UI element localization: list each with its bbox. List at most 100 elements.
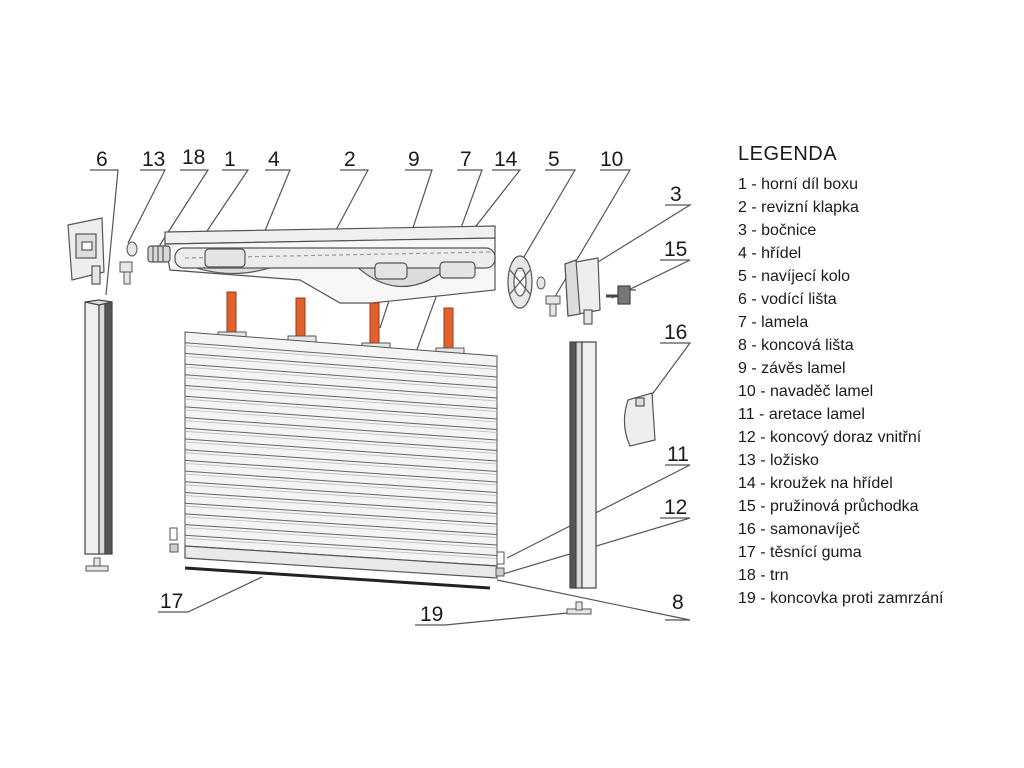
legend-item: 1 - horní díl boxu	[738, 176, 859, 193]
slat-line	[184, 352, 498, 378]
legend-item: 18 - trn	[738, 567, 789, 584]
slat-highlight	[184, 463, 498, 486]
lamella-locks	[169, 527, 505, 577]
callout-18: 18	[182, 146, 205, 169]
slat-highlight	[184, 356, 498, 381]
callout-19: 19	[420, 603, 443, 626]
end-strip	[184, 545, 498, 579]
shutter-box	[164, 225, 496, 304]
callout-9: 9	[408, 148, 420, 171]
legend-item: 2 - revizní klapka	[738, 199, 859, 216]
slat-highlight	[184, 420, 498, 444]
slat-line	[184, 374, 498, 399]
legend-item: 16 - samonavíječ	[738, 521, 860, 538]
legend-list: 1 - horní díl boxu 2 - revizní klapka 3 …	[738, 173, 1018, 610]
lamella-hangers	[226, 291, 454, 349]
callout-12: 12	[664, 496, 687, 519]
callout-10: 10	[600, 148, 623, 171]
slat-highlight	[184, 484, 498, 507]
slat-highlight	[184, 377, 498, 402]
callout-2: 2	[344, 148, 356, 171]
legend-item: 10 - navaděč lamel	[738, 383, 874, 400]
guide-rail-right	[569, 341, 597, 589]
legend-item: 11 - aretace lamel	[738, 406, 865, 423]
slat-line	[184, 406, 498, 430]
slat-line	[184, 524, 498, 546]
slat-highlight	[184, 366, 498, 391]
spring-grommet	[606, 285, 636, 305]
callout-8: 8	[672, 591, 684, 614]
callout-4: 4	[268, 148, 280, 171]
callout-17: 17	[160, 590, 183, 613]
self-winder	[623, 392, 656, 447]
lamella-guide-left	[119, 261, 133, 285]
legend-item: 9 - závěs lamel	[738, 360, 846, 377]
callout-14: 14	[494, 148, 518, 171]
lamella-guide	[545, 295, 561, 317]
legend-item: 15 - pružinová průchodka	[738, 498, 919, 515]
bearing	[126, 241, 138, 257]
slat-highlight	[184, 441, 498, 465]
legend-title: LEGENDA	[738, 143, 838, 165]
callout-15: 15	[664, 238, 687, 261]
legend-item: 7 - lamela	[738, 314, 809, 331]
slat-line	[184, 395, 498, 420]
slat-line	[184, 492, 498, 514]
side-cover	[564, 257, 601, 325]
slat-highlight	[184, 345, 498, 370]
slat-highlight	[184, 452, 498, 475]
slat-line	[184, 513, 498, 535]
legend-item: 4 - hřídel	[738, 245, 802, 262]
guide-rail-left	[84, 299, 113, 555]
slat-line	[184, 459, 498, 483]
sealing-rubber	[184, 566, 491, 590]
legend-item: 6 - vodící lišta	[738, 291, 837, 308]
slat-highlight	[184, 473, 498, 496]
side-cover-left	[67, 217, 105, 285]
slat-highlight	[184, 409, 498, 433]
anti-freeze-cap	[566, 601, 592, 615]
callout-11: 11	[667, 443, 689, 466]
legend-item: 12 - koncový doraz vnitřní	[738, 429, 922, 446]
legend-item: 3 - bočnice	[738, 222, 817, 239]
callout-3: 3	[670, 183, 682, 206]
slat-highlight	[184, 516, 498, 538]
callout-7: 7	[460, 148, 472, 171]
slat-highlight	[184, 430, 498, 454]
slat-highlight	[184, 495, 498, 517]
slat-line	[184, 363, 498, 388]
legend-item: 17 - těsnící guma	[738, 544, 862, 561]
slat-line	[184, 449, 498, 472]
legend-item: 14 - kroužek na hřídel	[738, 475, 893, 492]
winding-wheel	[507, 255, 533, 309]
callout-5: 5	[548, 148, 560, 171]
callout-16: 16	[664, 321, 687, 344]
callout-13: 13	[142, 148, 165, 171]
leader-lines	[90, 169, 693, 626]
slat-line	[184, 438, 498, 462]
slat-highlight	[184, 527, 498, 549]
bearing-right	[536, 276, 546, 290]
legend-item: 8 - koncová lišta	[738, 337, 854, 354]
legend-item: 13 - ložisko	[738, 452, 819, 469]
slat-line	[184, 417, 498, 441]
callout-6: 6	[96, 148, 108, 171]
legend: LEGENDA 1 - horní díl boxu 2 - revizní k…	[738, 143, 1018, 610]
callout-1: 1	[224, 148, 236, 171]
slat-line	[184, 534, 498, 556]
legend-item: 19 - koncovka proti zamrzání	[738, 590, 944, 607]
legend-item: 5 - navíjecí kolo	[738, 268, 851, 285]
slat-line	[184, 427, 498, 451]
slats	[184, 342, 498, 570]
slat-line	[184, 502, 498, 525]
slat-line	[184, 481, 498, 504]
axle-pin	[147, 245, 171, 263]
rail-foot-left	[85, 557, 109, 572]
slat-highlight	[184, 537, 498, 559]
slat-highlight	[184, 398, 498, 423]
lamella-curtain	[184, 331, 498, 570]
slat-highlight	[184, 505, 498, 528]
callout-numbers: 6 13 18 1 4 2 9 7 14 5 10 3 15 16 11 12 …	[96, 146, 689, 626]
slat-line	[184, 385, 498, 409]
